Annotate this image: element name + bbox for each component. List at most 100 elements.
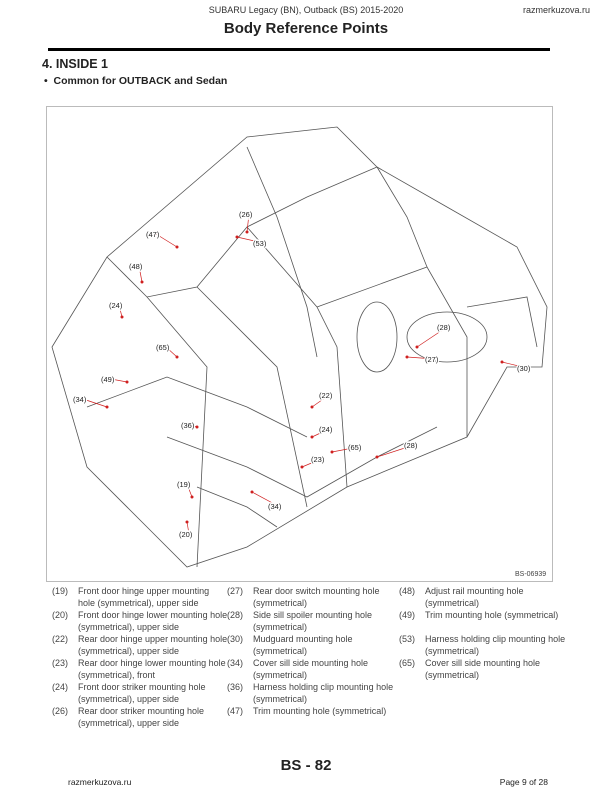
legend-number: (49) xyxy=(399,610,416,620)
page-title: Body Reference Points xyxy=(223,20,389,37)
reference-point xyxy=(140,280,144,284)
footer-site: razmerkuzova.ru xyxy=(68,777,132,787)
legend-text: Rear door striker mounting hole (symmetr… xyxy=(78,706,205,728)
callout-label: (65) xyxy=(156,343,170,352)
callout-leader xyxy=(138,265,143,283)
callout-label: (30) xyxy=(517,364,531,373)
reference-point xyxy=(175,245,179,249)
legend-text: Front door hinge lower mounting hole (sy… xyxy=(78,610,228,632)
callout-label: (34) xyxy=(73,395,87,404)
subtitle-text: Common for OUTBACK and Sedan xyxy=(53,75,228,87)
callout-leader xyxy=(236,236,264,244)
legend-text: Front door striker mounting hole (symmet… xyxy=(78,682,206,704)
callout-label: (24) xyxy=(319,425,333,434)
legend-text: Cover sill side mounting hole (symmetric… xyxy=(253,658,369,680)
legend-number: (20) xyxy=(52,610,69,620)
callout-label: (53) xyxy=(253,239,267,248)
legend-text: Trim mounting hole (symmetrical) xyxy=(253,706,387,716)
callout-label: (22) xyxy=(319,391,333,400)
legend-text: Trim mounting hole (symmetrical) xyxy=(425,610,559,620)
callout-leader xyxy=(246,213,250,233)
reference-point xyxy=(330,450,334,454)
reference-point xyxy=(310,435,314,439)
callout-label: (19) xyxy=(177,480,191,489)
legend-number: (65) xyxy=(399,658,416,668)
reference-point xyxy=(250,490,254,494)
legend-text: Mudguard mounting hole (symmetrical) xyxy=(253,634,353,656)
legend-number: (27) xyxy=(227,586,244,596)
reference-point xyxy=(415,345,419,349)
legend-text: Front door hinge upper mounting hole (sy… xyxy=(78,586,210,608)
reference-point xyxy=(105,405,109,409)
legend-text: Harness holding clip mounting hole (symm… xyxy=(253,682,394,704)
legend-text: Rear door hinge upper mounting hole (sym… xyxy=(78,634,228,656)
reference-point xyxy=(185,520,189,524)
legend-number: (23) xyxy=(52,658,69,668)
section-title: 4. INSIDE 1 xyxy=(42,57,108,71)
title-divider xyxy=(48,48,550,51)
car-body-illustration: (26)(47)(53)(48)(24)(65)(49)(34)(36)(22)… xyxy=(51,126,548,578)
callout-leader xyxy=(501,361,528,369)
callout-leader xyxy=(251,491,279,507)
page-code: BS - 82 xyxy=(280,757,332,774)
callout-label: (28) xyxy=(437,323,451,332)
callout-label: (65) xyxy=(348,443,362,452)
reference-point xyxy=(195,425,199,429)
callout-leader xyxy=(82,398,108,408)
body-outline xyxy=(51,126,548,568)
legend-number: (47) xyxy=(227,706,244,716)
reference-point xyxy=(500,360,504,364)
page-number: Page 9 of 28 xyxy=(499,777,548,787)
callout-label: (34) xyxy=(268,502,282,511)
legend-text: Adjust rail mounting hole (symmetrical) xyxy=(425,586,524,608)
legend-number: (30) xyxy=(227,634,244,644)
reference-point xyxy=(375,455,379,459)
section-subtitle: • Common for OUTBACK and Sedan xyxy=(44,75,228,87)
callout-label: (26) xyxy=(239,210,253,219)
legend-text: Rear door hinge lower mounting hole (sym… xyxy=(78,658,226,680)
callout-label: (48) xyxy=(129,262,143,271)
callout-label: (20) xyxy=(179,530,193,539)
callout-leader xyxy=(376,444,415,458)
reference-point xyxy=(175,355,179,359)
callout-leader xyxy=(311,394,330,408)
reference-point xyxy=(405,355,409,359)
callout-leader xyxy=(110,378,128,383)
callout-label: (47) xyxy=(146,230,160,239)
legend-number: (28) xyxy=(227,610,244,620)
reference-point xyxy=(120,315,124,319)
callout-leader xyxy=(416,326,448,348)
callout-leader xyxy=(311,428,330,438)
body-diagram: (26)(47)(53)(48)(24)(65)(49)(34)(36)(22)… xyxy=(46,106,553,582)
callout-leader xyxy=(406,356,436,360)
reference-point xyxy=(245,230,249,234)
callout-leader xyxy=(301,458,322,468)
callout-leader xyxy=(165,346,178,358)
header-title: SUBARU Legacy (BN), Outback (BS) 2015-20… xyxy=(208,5,404,15)
callout-leader xyxy=(331,446,359,453)
figure-code: BS-06939 xyxy=(515,571,546,578)
legend-text: Cover sill side mounting hole (symmetric… xyxy=(425,658,541,680)
legend-number: (26) xyxy=(52,706,69,716)
legend-number: (24) xyxy=(52,682,69,692)
callout-label: (27) xyxy=(425,355,439,364)
legend-text: Rear door switch mounting hole (symmetri… xyxy=(253,586,380,608)
legend-number: (19) xyxy=(52,586,69,596)
reference-point xyxy=(235,235,239,239)
header-site: razmerkuzova.ru xyxy=(522,5,590,15)
callout-label: (36) xyxy=(181,421,195,430)
callout-leader xyxy=(155,233,178,248)
callout-leader xyxy=(186,483,193,498)
callout-label: (24) xyxy=(109,301,123,310)
reference-point xyxy=(190,495,194,499)
callout-label: (23) xyxy=(311,455,325,464)
reference-point xyxy=(125,380,129,384)
reference-point xyxy=(300,465,304,469)
legend-text: Side sill spoiler mounting hole (symmetr… xyxy=(253,610,373,632)
callout-leader xyxy=(186,521,190,535)
reference-point xyxy=(310,405,314,409)
callout-label: (28) xyxy=(404,441,418,450)
legend-number: (36) xyxy=(227,682,244,692)
legend-number: (34) xyxy=(227,658,244,668)
